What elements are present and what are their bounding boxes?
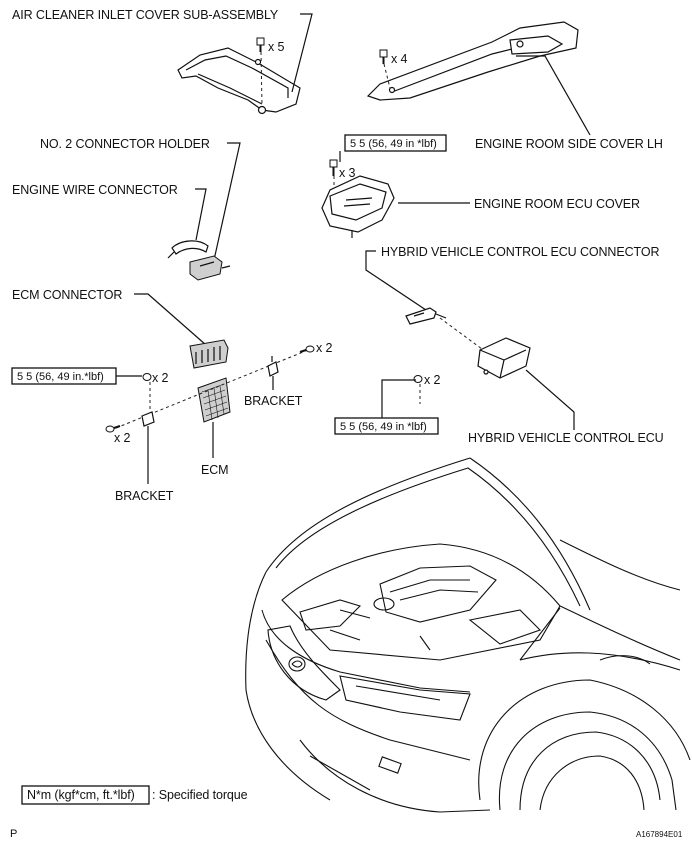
- torque-box-hv-ecu: [334, 417, 439, 435]
- no2-connector-holder: [189, 255, 231, 281]
- ecu-cover-bolt-icon: [329, 159, 338, 176]
- torque-ecm: 5 5 (56, 49 in.*lbf): [17, 371, 104, 383]
- page-letter: P: [10, 828, 17, 840]
- legend-unit-box: N*m (kgf*cm, ft.*lbf): [27, 788, 135, 802]
- hv-ecu-nut-icon: [413, 375, 423, 383]
- label-no2-connector-holder: NO. 2 CONNECTOR HOLDER: [40, 137, 210, 151]
- figure-id: A167894E01: [636, 830, 683, 839]
- ecu-cover-qty: x 3: [339, 166, 356, 180]
- label-engine-room-side-cover: ENGINE ROOM SIDE COVER LH: [475, 137, 663, 151]
- label-air-cleaner-cover: AIR CLEANER INLET COVER SUB-ASSEMBLY: [12, 8, 279, 22]
- ecm-unit: [197, 377, 231, 423]
- bracket-bolt-left-icon: [105, 425, 121, 433]
- bracket-qty-left: x 2: [114, 431, 131, 445]
- engine-wire-connector: [167, 240, 209, 259]
- bracket-right: [267, 356, 279, 377]
- side-cover-qty: x 4: [391, 52, 408, 66]
- label-hv-control-ecu: HYBRID VEHICLE CONTROL ECU: [468, 431, 664, 445]
- side-cover-bolt-icon: [379, 49, 388, 64]
- air-cleaner-inlet-cover: [177, 47, 301, 115]
- torque-box-ecu-cover: [344, 134, 447, 152]
- hv-ecu-nut-qty: x 2: [424, 373, 441, 387]
- bracket-bolt-right-icon: [299, 345, 315, 353]
- engine-room-side-cover: [366, 21, 579, 101]
- legend-box: [21, 785, 150, 805]
- label-bracket-right: BRACKET: [244, 394, 303, 408]
- hv-ecu-connector: [405, 307, 447, 325]
- torque-hv-ecu: 5 5 (56, 49 in *lbf): [340, 421, 427, 433]
- label-bracket-left: BRACKET: [115, 489, 174, 503]
- air-cleaner-qty: x 5: [268, 40, 285, 54]
- torque-ecu-cover: 5 5 (56, 49 in *lbf): [350, 138, 437, 150]
- label-ecm-connector: ECM CONNECTOR: [12, 288, 122, 302]
- label-hv-ecu-connector: HYBRID VEHICLE CONTROL ECU CONNECTOR: [381, 245, 659, 259]
- ecm-nut-qty: x 2: [152, 371, 169, 385]
- legend-unit-text: : Specified torque: [152, 788, 248, 802]
- bracket-left: [141, 411, 155, 427]
- air-cleaner-bolt-icon: [256, 37, 265, 52]
- ecm-nut-icon: [142, 373, 152, 381]
- engine-room-ecu-cover: [321, 175, 395, 238]
- label-engine-room-ecu-cover: ENGINE ROOM ECU COVER: [474, 197, 640, 211]
- bracket-qty-right: x 2: [316, 341, 333, 355]
- label-ecm: ECM: [201, 463, 228, 477]
- hv-control-ecu: [477, 337, 531, 379]
- ecm-connector: [189, 339, 229, 369]
- label-engine-wire-connector: ENGINE WIRE CONNECTOR: [12, 183, 178, 197]
- vehicle-front-illustration: [245, 457, 691, 813]
